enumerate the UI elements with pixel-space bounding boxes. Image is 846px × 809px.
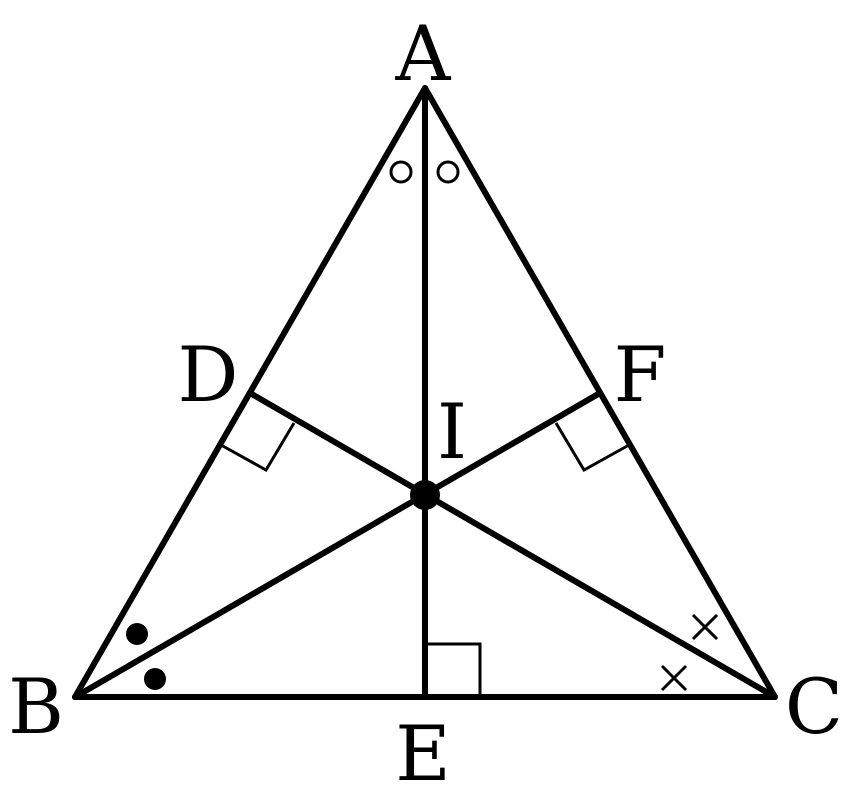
- angle-mark-a-right: [436, 160, 460, 184]
- label-a: A: [395, 9, 452, 98]
- label-b: B: [8, 662, 64, 751]
- incenter-point: [410, 480, 440, 510]
- angle-mark-b-lower: [144, 668, 166, 690]
- label-i: I: [437, 387, 467, 476]
- segment-cd: [247, 390, 778, 700]
- right-angle-marker-d: [220, 422, 296, 473]
- label-d: D: [178, 330, 239, 419]
- angle-mark-c-upper: [691, 613, 719, 641]
- right-angle-marker-e: [425, 642, 482, 697]
- label-c: C: [785, 662, 843, 751]
- label-f: F: [614, 330, 667, 419]
- label-e: E: [395, 709, 450, 798]
- angle-mark-a-left: [389, 160, 413, 184]
- angle-mark-c-lower: [660, 664, 688, 692]
- angle-mark-b-upper: [126, 623, 148, 645]
- segment-bf: [72, 390, 603, 700]
- right-angle-marker-f: [554, 422, 630, 473]
